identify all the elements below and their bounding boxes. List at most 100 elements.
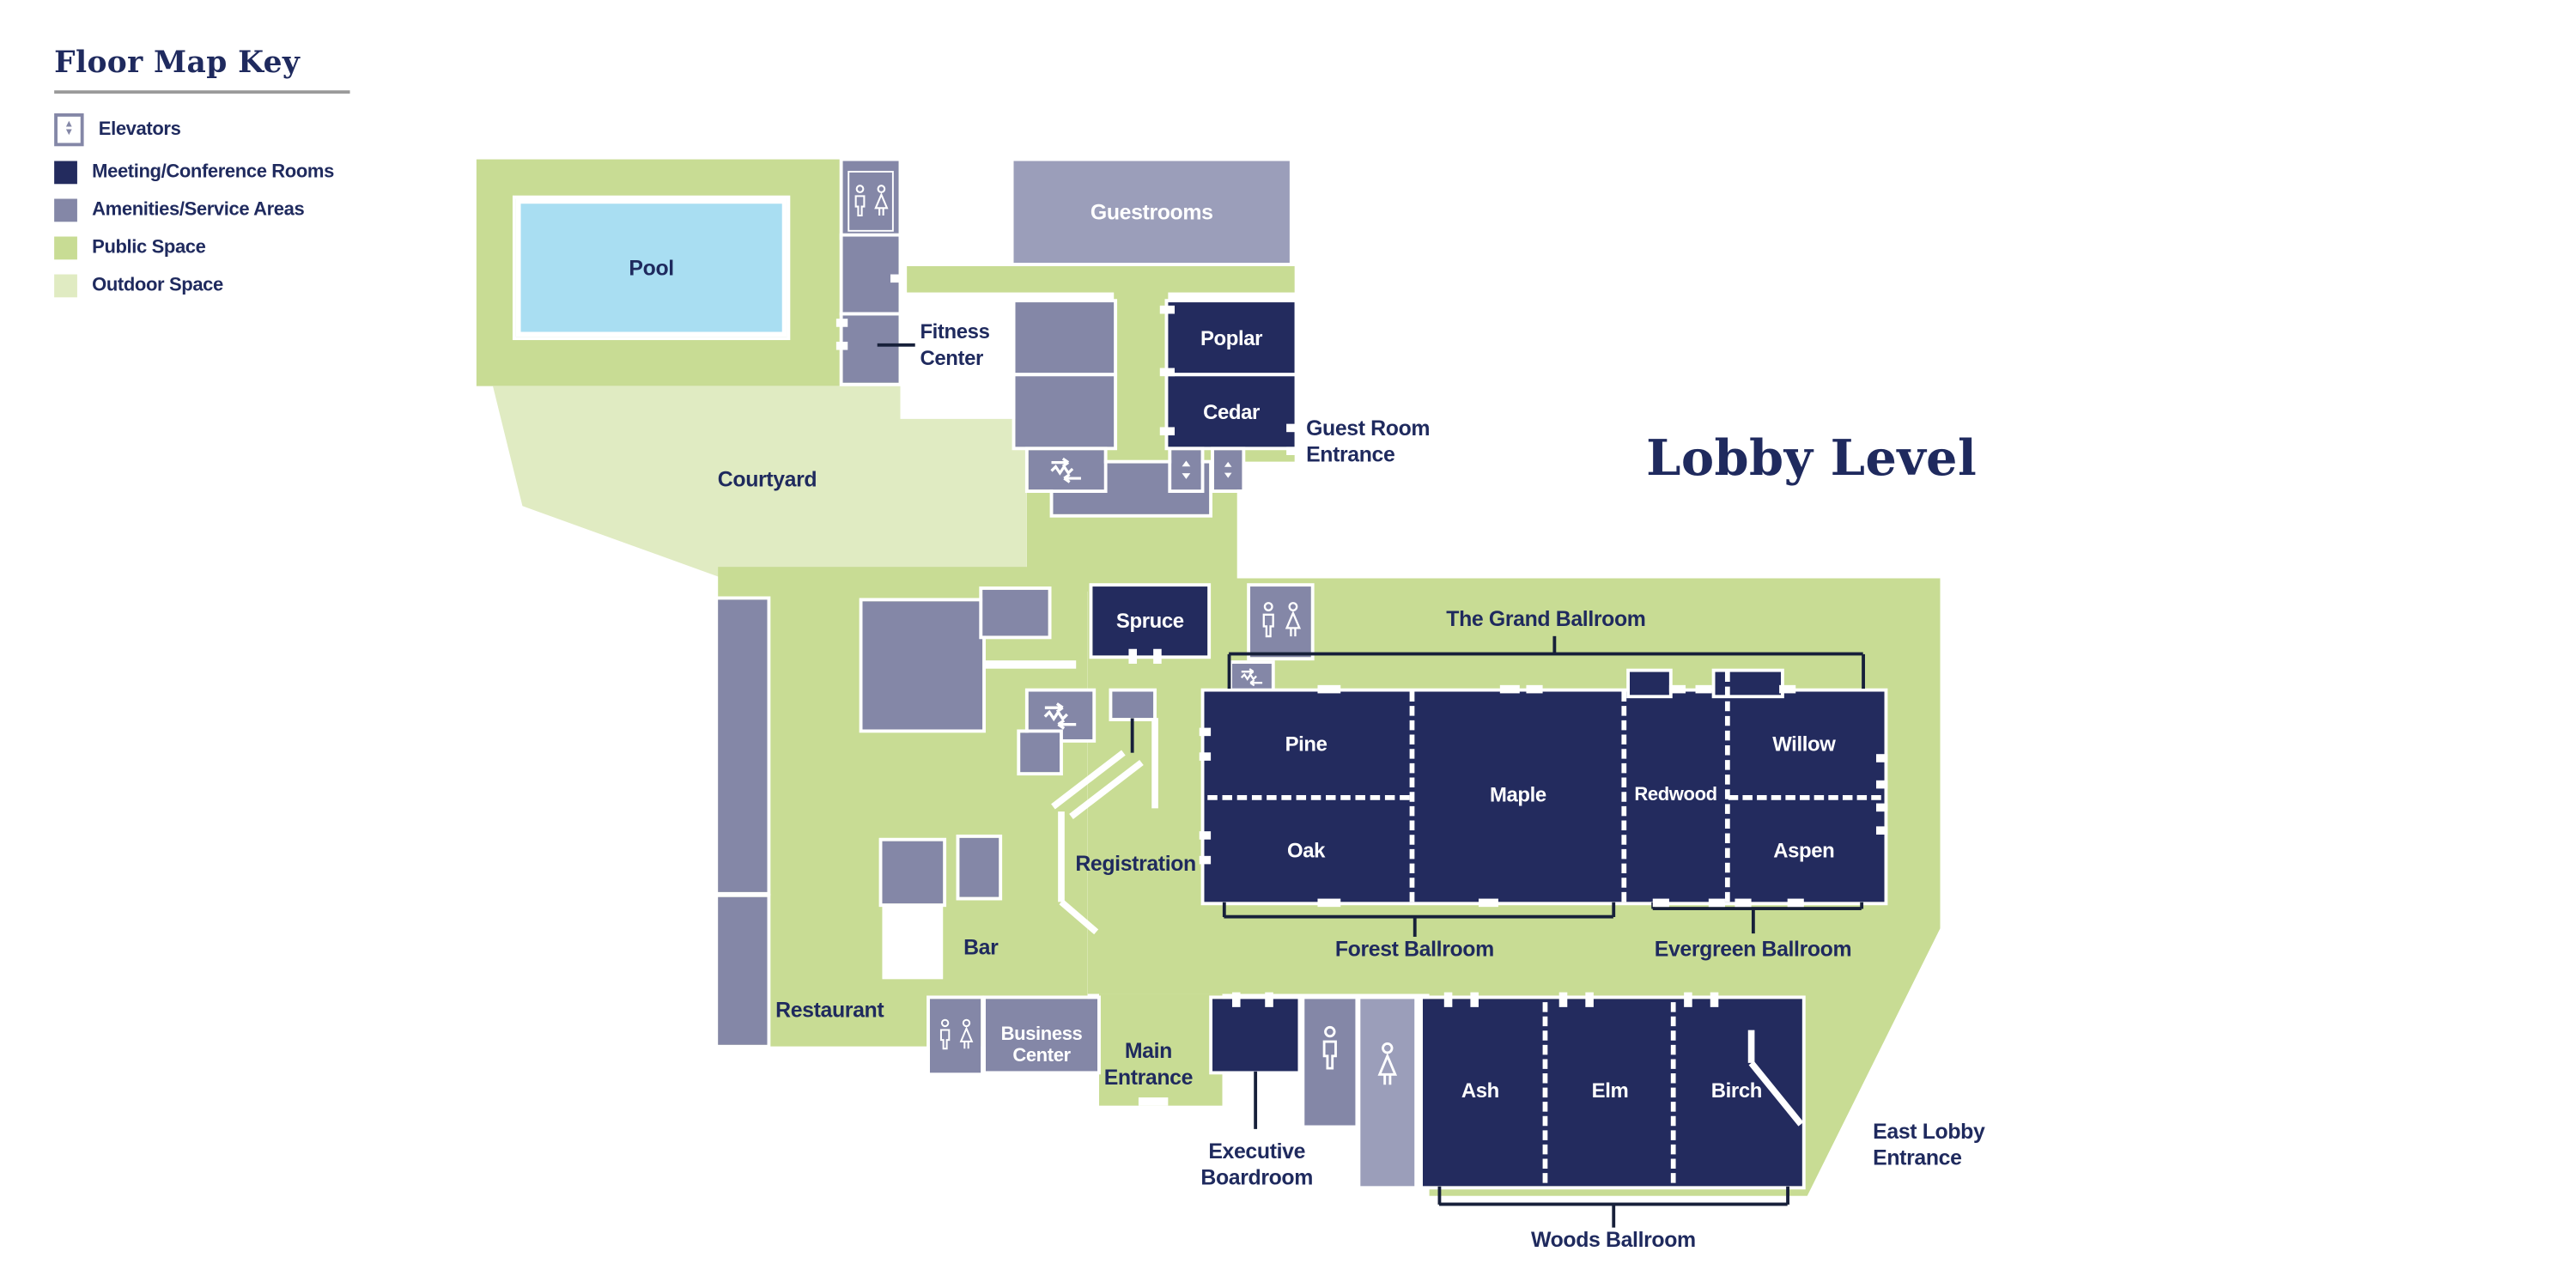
- room-poplar-label: Poplar: [1200, 325, 1263, 349]
- service-strip-1: [714, 596, 771, 896]
- service-L-body: [859, 598, 986, 733]
- elevator-box-1: [1168, 447, 1205, 493]
- divider-elm-birch: [1670, 1002, 1676, 1183]
- pool: Pool: [512, 195, 791, 341]
- grand-bracket-right: [1861, 653, 1865, 689]
- divider-redwood-willow: [1724, 671, 1730, 902]
- door-notch-30: [1138, 1097, 1169, 1106]
- registration-corridor-1: [1058, 811, 1065, 902]
- room-spruce: Spruce: [1089, 583, 1212, 659]
- label-birch-text: Birch: [1710, 1079, 1763, 1103]
- legend-item-elevators: ▲▼Elevators: [54, 113, 383, 147]
- door-notch-23: [1159, 368, 1176, 377]
- door-notch-19: [1875, 826, 1888, 835]
- elevator-icon-map-2: [1218, 455, 1239, 484]
- grand-bracket-stub: [1552, 635, 1557, 654]
- label-registration-text: Registration: [1075, 851, 1196, 876]
- door-notch-17: [1875, 780, 1888, 789]
- door-notch-16: [1875, 754, 1888, 762]
- evergreen-bracket-stub: [1751, 908, 1755, 933]
- mens-restroom-strip: [1301, 995, 1359, 1129]
- door-notch-18: [1875, 803, 1888, 812]
- door-notch-14: [1199, 831, 1212, 840]
- restroom-icon-fitness: [848, 170, 894, 232]
- label-fitness-center-text: Fitness: [920, 320, 990, 343]
- label-evergreen-ballroom-text: Evergreen Ballroom: [1654, 936, 1852, 962]
- man-icon: [1259, 600, 1279, 643]
- door-notch-36: [1585, 992, 1594, 1007]
- label-woods-ballroom-text: Woods Ballroom: [1530, 1227, 1696, 1252]
- grand-bracket-top: [1229, 652, 1863, 656]
- label-executive-boardroom-text: Executive: [1208, 1138, 1306, 1163]
- room-cedar-label: Cedar: [1203, 399, 1260, 423]
- door-notch-4: [1695, 684, 1712, 694]
- door-notch-31: [1231, 992, 1241, 1007]
- forest-bracket-stub: [1413, 916, 1417, 937]
- service-L-arm: [979, 586, 1052, 640]
- label-east-lobby-entrance-text: East Lobby: [1873, 1118, 1985, 1144]
- label-elm-text: Elm: [1591, 1079, 1629, 1103]
- public-main-entrance: [1098, 993, 1223, 1106]
- legend-item-public-space: Public Space: [54, 236, 383, 260]
- legend-item-label: Amenities/Service Areas: [92, 200, 305, 221]
- ballroom-bump-1: [1626, 668, 1673, 699]
- divider-pine-oak: [1207, 795, 1410, 800]
- legend-divider: [54, 90, 350, 94]
- door-notch-21: [1153, 648, 1162, 664]
- public-band-guestrooms: [907, 265, 1295, 293]
- room-below-guestrooms-1: [1012, 299, 1118, 377]
- guestrooms: Guestrooms: [1010, 157, 1293, 266]
- label-willow-text: Willow: [1772, 732, 1836, 756]
- label-bar-text: Bar: [963, 934, 999, 960]
- fitness-room-1: [839, 233, 902, 316]
- corridor-h: [984, 659, 1077, 668]
- legend-swatch: [54, 236, 77, 260]
- grand-bracket-left: [1226, 653, 1231, 689]
- door-notch-6: [1317, 898, 1341, 908]
- door-notch-32: [1265, 992, 1273, 1007]
- woods-bracket: [1439, 1202, 1788, 1206]
- door-notch-5: [1779, 684, 1796, 694]
- door-notch-1: [1499, 684, 1520, 694]
- door-notch-9: [1708, 898, 1725, 908]
- legend-item-outdoor-space: Outdoor Space: [54, 274, 383, 298]
- divider-willow-aspen: [1728, 795, 1881, 800]
- label-executive-boardroom-text: Boardroom: [1200, 1164, 1313, 1190]
- door-notch-13: [1199, 752, 1212, 761]
- womens-restroom-strip: [1357, 995, 1419, 1190]
- legend-swatch: [54, 161, 77, 185]
- door-notch-33: [1443, 992, 1453, 1007]
- label-main-entrance-text: Main: [1124, 1038, 1173, 1063]
- executive-boardroom: [1209, 995, 1302, 1075]
- door-notch-7: [1478, 898, 1498, 908]
- door-notch-24: [1159, 427, 1176, 436]
- service-small-1: [1017, 729, 1063, 776]
- corridor-v: [1151, 718, 1158, 809]
- restroom-icon-spruce: [1257, 595, 1304, 649]
- woman-icon: [957, 1016, 974, 1056]
- fitness-restroom-block: [839, 157, 902, 240]
- legend-item-label: Public Space: [92, 238, 206, 258]
- escalator-icon-2: [1035, 700, 1085, 731]
- door-notch-8: [1652, 898, 1669, 908]
- bar-block-2: [956, 834, 1003, 901]
- door-notch-28: [835, 319, 848, 327]
- escalator-icon-3: [1236, 665, 1268, 689]
- room-cedar: Cedar: [1164, 373, 1298, 451]
- label-fitness-center-text: Center: [920, 346, 983, 370]
- door-notch-12: [1199, 727, 1212, 737]
- legend-item-amenities-service-areas: Amenities/Service Areas: [54, 198, 383, 222]
- pool-label: Pool: [629, 255, 674, 281]
- door-notch-38: [1710, 992, 1719, 1007]
- page-title: Lobby Level: [1646, 430, 1978, 489]
- spruce-restroom-block: [1247, 583, 1315, 661]
- label-aspen-text: Aspen: [1773, 839, 1835, 863]
- service-small-2: [1109, 688, 1157, 721]
- legend-item-label: Outdoor Space: [92, 276, 223, 296]
- restaurant-restroom-block: [927, 995, 985, 1077]
- east-path-1: [1747, 1030, 1755, 1063]
- label-business-center-text: Business: [1000, 1024, 1083, 1045]
- woman-icon: [872, 179, 890, 225]
- fitness-callout: [877, 343, 915, 348]
